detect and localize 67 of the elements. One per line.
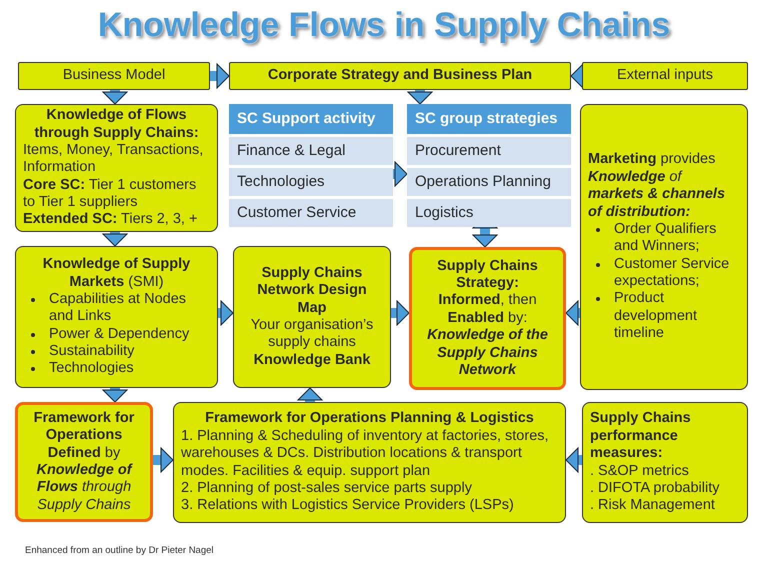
block-arrow: [391, 300, 410, 326]
block-arrow: [408, 90, 432, 104]
process-box: [18, 62, 210, 90]
framework-card: [173, 402, 566, 523]
heading-text: Knowledge of Supply Markets (SMI): [42, 256, 192, 291]
heading-text: Supply Chains Network Design Map: [256, 264, 368, 317]
body-text: Extended SC: Tiers 2, 3, +: [23, 211, 198, 229]
bullet-text: Capabilities at Nodes and Links: [49, 290, 186, 324]
body-text: 3. Relations with Logistics Service Providers (LSPs): [181, 497, 515, 515]
knowledge-card: [580, 104, 748, 390]
knowledge-card: [15, 246, 218, 388]
heading-text: Knowledge of Flows through Supply Chains:: [33, 107, 200, 142]
block-arrow: [102, 388, 128, 402]
block-arrow: [210, 64, 230, 88]
credit-note: Enhanced from an outline by Dr Pieter Nagel: [25, 545, 214, 556]
block-arrow: [218, 300, 234, 326]
bullet-text: Power & Dependency: [49, 326, 190, 342]
process-box: [229, 62, 571, 90]
heading-text: Business Model: [62, 67, 166, 85]
table-cell: Finance & Legal: [229, 137, 393, 165]
block-arrow: [570, 64, 584, 88]
body-text: Informed, then Enabled by:: [437, 292, 538, 328]
table-header-cell: SC group strategies: [407, 104, 571, 134]
table-cell: Logistics: [407, 199, 571, 227]
heading-text: Supply Chains performance measures:: [590, 410, 692, 462]
heading-text: Marketing provides: [588, 151, 716, 169]
heading-text: Corporate Strategy and Business Plan: [266, 67, 534, 85]
process-box: [582, 62, 748, 90]
bullet-text: Order Qualifiers and Winners;: [614, 220, 716, 254]
body-text: 1. Planning & Scheduling of inventory at factories, stores, warehouses & DCs. Distribution locations & transport modes. Facilities & equip. support plan: [181, 428, 550, 480]
title: Knowledge Flows in Supply Chains: [98, 6, 670, 45]
block-arrow: [393, 162, 408, 186]
block-arrow: [566, 448, 582, 472]
body-text: Your organisation’s supply chains: [250, 317, 374, 352]
bullet-text: Technologies: [49, 360, 134, 376]
body-text: . Risk Management: [590, 497, 716, 515]
block-arrow: [566, 300, 580, 326]
table-cell: Procurement: [407, 137, 571, 165]
bullet-text: Sustainability: [49, 343, 134, 360]
knowledge-card: [233, 246, 391, 388]
measures-card: [582, 402, 748, 523]
knowledge-card: [15, 104, 218, 232]
block-arrow: [102, 232, 128, 246]
body-text: Knowledge of Flows through Supply Chains: [35, 462, 134, 514]
body-text: . DIFOTA probability: [590, 480, 720, 498]
framework-card: [15, 402, 153, 522]
table-cell: Customer Service: [229, 199, 393, 227]
heading-text: External inputs: [616, 67, 714, 85]
body-text: Core SC: Tier 1 customers to Tier 1 suppliers: [23, 176, 198, 212]
table-header-cell: SC Support activity: [229, 104, 393, 134]
heading-text: Supply Chains Strategy:: [436, 258, 539, 292]
block-arrow: [153, 448, 174, 472]
block-arrow: [298, 388, 322, 402]
body-text: Knowledge of markets & channels of distribution:: [588, 168, 726, 221]
body-text: . S&OP metrics: [590, 462, 690, 480]
body-text: Items, Money, Transactions, Information: [23, 142, 204, 177]
table-cell: Technologies: [229, 168, 393, 196]
strategy-card: [409, 247, 566, 390]
heading-text: Framework for Operations Planning & Logistics: [204, 410, 535, 428]
body-text: 2. Planning of post-sales service parts supply: [181, 480, 473, 498]
bullet-text: Product development timeline: [614, 290, 698, 342]
bullet-text: Customer Service expectations;: [614, 256, 730, 290]
heading-text: Framework for Operations Defined by: [32, 410, 136, 462]
body-text: Knowledge of the Supply Chains Network: [426, 327, 549, 380]
body-text: Knowledge Bank: [252, 352, 372, 370]
block-arrow: [102, 90, 128, 104]
table-cell: Operations Planning: [407, 168, 571, 196]
